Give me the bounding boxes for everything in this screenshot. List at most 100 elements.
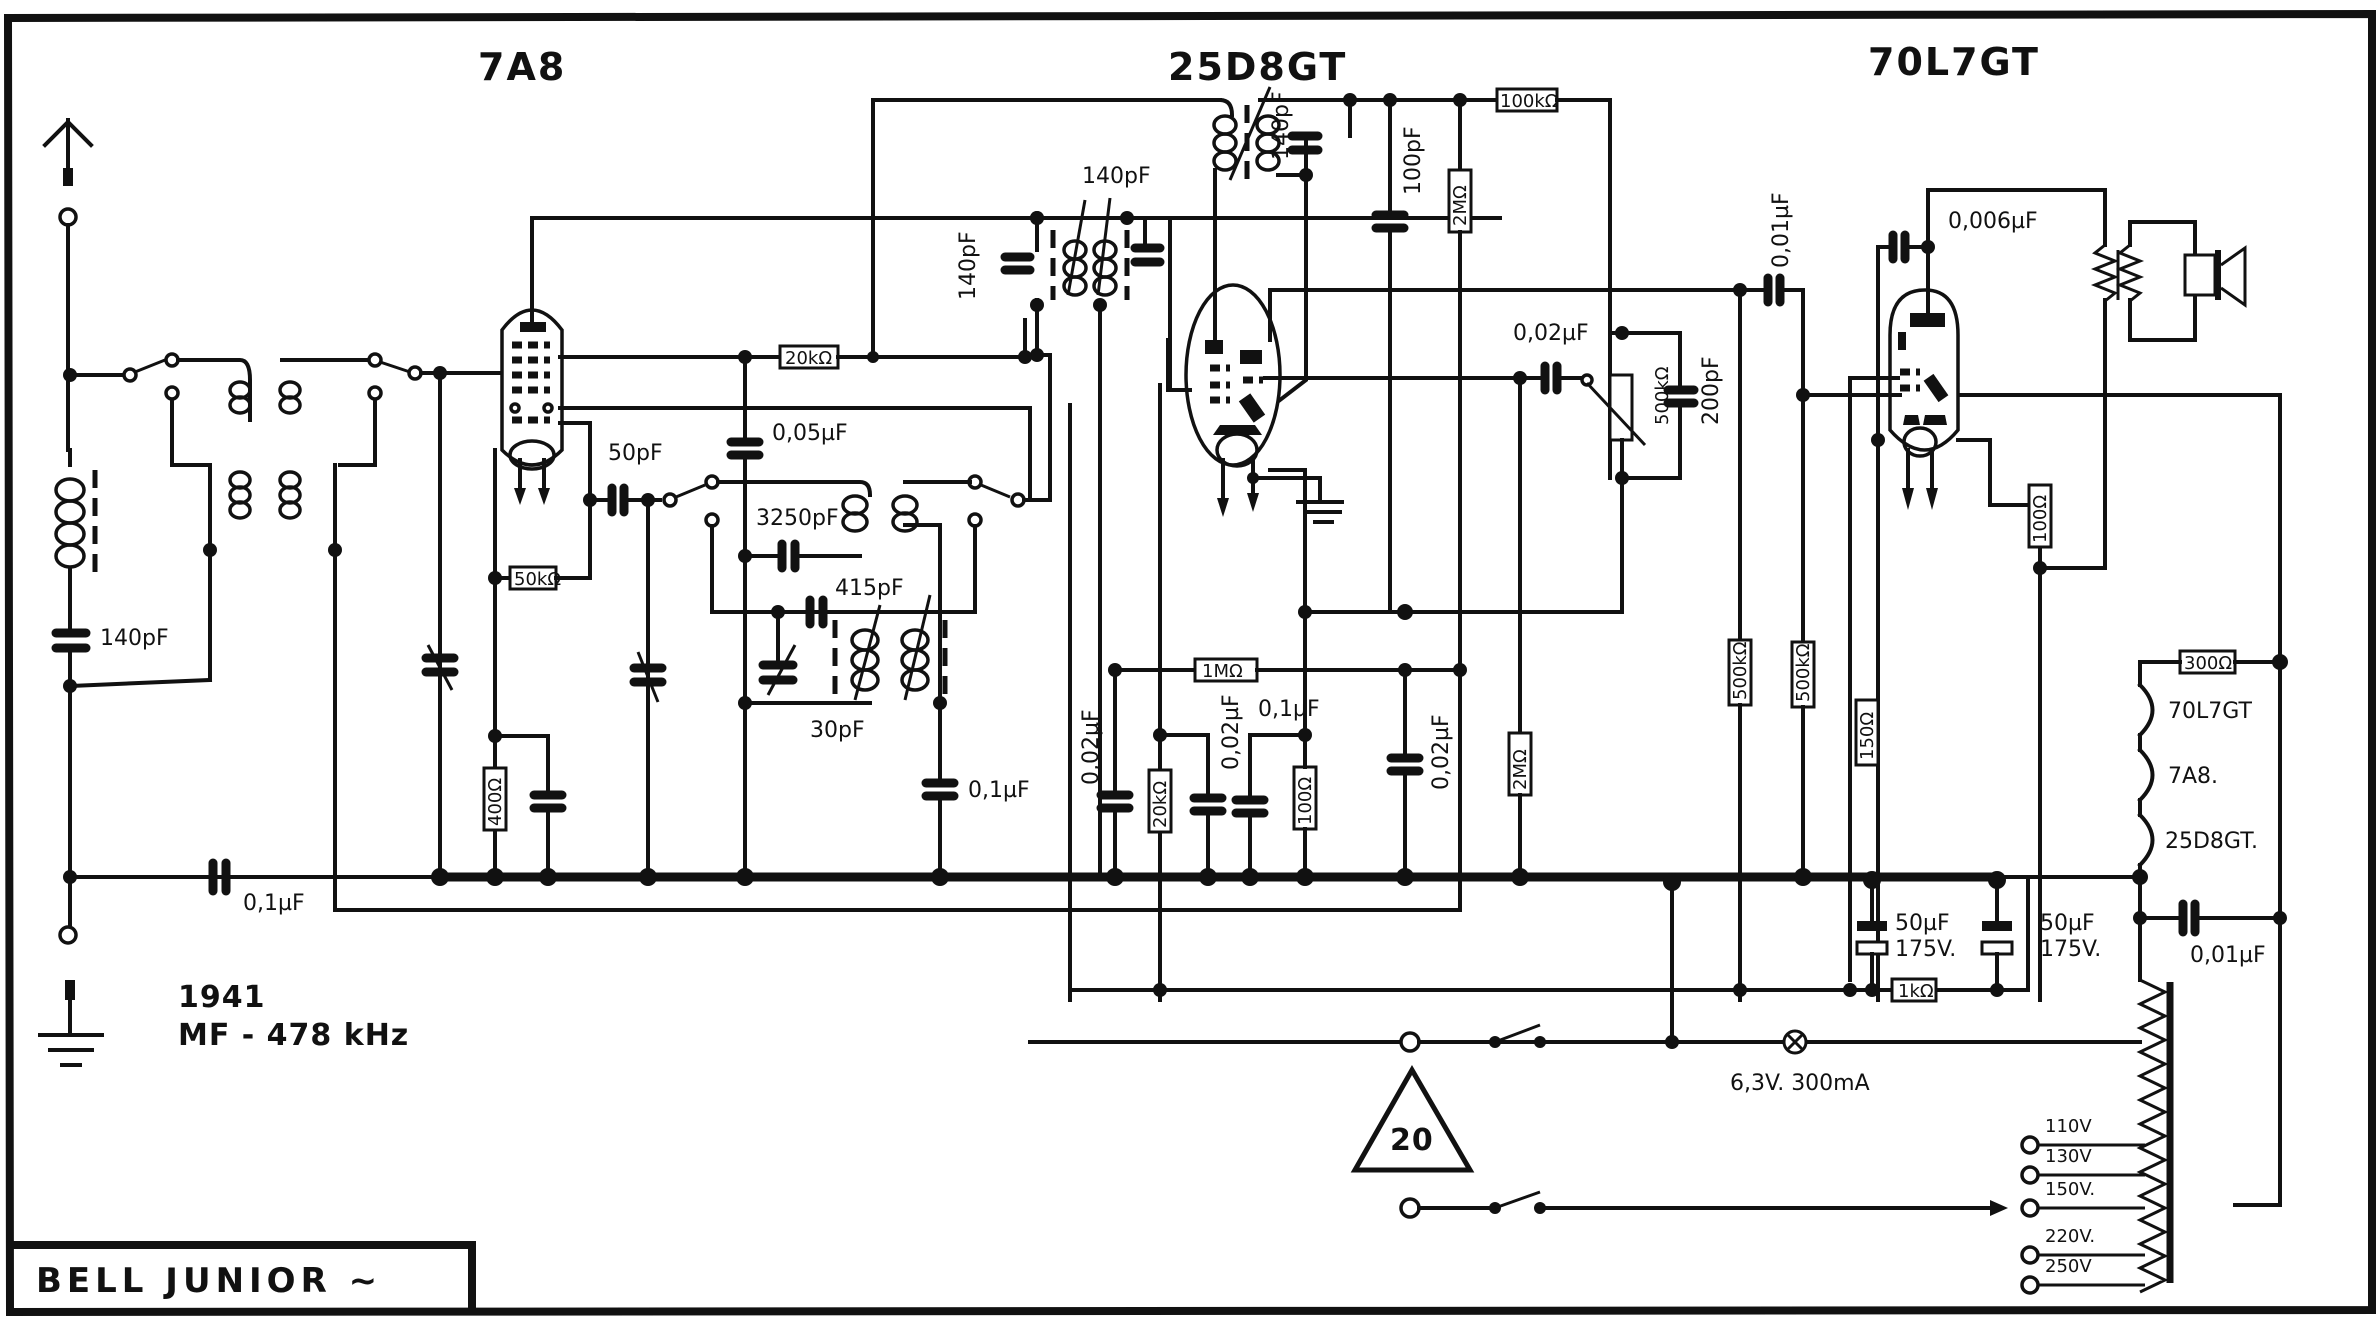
resistor-400 <box>482 766 508 832</box>
speaker-icon <box>2183 245 2247 308</box>
resistor-100k-label: 100kΩ <box>1500 91 1559 112</box>
oscillator-coil-icon <box>716 480 919 533</box>
tube-70l7gt-icon <box>1888 288 1960 510</box>
filter-cap-a-voltage: 175V. <box>1895 937 1956 962</box>
resistor-20k-b-label: 20kΩ <box>1150 781 1171 828</box>
if1-capacitor-b-label: 140pF <box>1082 164 1151 189</box>
capacitor-200pf-label: 200pF <box>1699 356 1724 425</box>
capacitor-415pf-label: 415pF <box>835 576 904 601</box>
mains-terminal-2[interactable] <box>1399 1197 1421 1219</box>
filter-capacitor-b <box>1980 921 2014 956</box>
capacitor-0-02uf-det-label: 0,02µF <box>1513 321 1589 346</box>
ground-terminal-top[interactable] <box>58 925 78 945</box>
capacitor-0-02uf-c <box>1386 753 1424 776</box>
ground-icon <box>38 980 104 1067</box>
capacitor-0-1uf-mid <box>1231 795 1269 818</box>
resistor-1k-label: 1kΩ <box>1898 981 1934 1002</box>
pilot-lamp-icon <box>1782 1029 1808 1055</box>
capacitor-0-05uf-label: 0,05µF <box>772 421 848 446</box>
filter-cap-b-voltage: 175V. <box>2040 937 2101 962</box>
tuning-capacitor-2[interactable] <box>629 651 667 703</box>
capacitor-0-006uf <box>1888 230 1910 264</box>
capacitor-0-02uf-b-label: 0,02µF <box>1219 694 1244 770</box>
mains-tap-110v[interactable]: 110V <box>2020 1116 2145 1155</box>
warning-triangle-icon: 20 <box>1350 1064 1475 1173</box>
trimmer-capacitor-30pf[interactable] <box>758 610 798 696</box>
resistor-1k <box>1890 977 1938 1003</box>
mains-tap-150v[interactable]: 150V. <box>2020 1179 2145 1218</box>
capacitor-0-1uf-bottom-label: 0,1µF <box>243 891 305 916</box>
antenna-capacitor-label: 140pF <box>100 626 169 651</box>
resistor-150-label: 150Ω <box>1857 712 1878 760</box>
capacitor-0-1uf-osc <box>921 778 959 801</box>
svg-text:220V.: 220V. <box>2045 1226 2095 1247</box>
tube-label-70l7gt: 70L7GT <box>1868 40 2040 84</box>
capacitor-0-01uf-mains-label: 0,01µF <box>2190 943 2266 968</box>
resistor-500k-a-label: 500kΩ <box>1730 641 1751 700</box>
if-transformer-1-icon <box>1000 197 1165 300</box>
outer-frame <box>3 9 2376 1317</box>
filter-capacitor-a <box>1855 921 1889 956</box>
if1-capacitor-a-label: 140pF <box>956 231 981 300</box>
resistor-2m-top-label: 2MΩ <box>1450 185 1471 226</box>
mains-tap-130v[interactable]: 130V <box>2020 1146 2145 1185</box>
capacitor-0-02uf-det <box>1540 361 1562 395</box>
antenna-transformer-icon <box>228 380 302 520</box>
tube-25d8gt-icon <box>1184 283 1282 517</box>
chassis-ground-icon <box>1296 500 1344 524</box>
capacitor-0-02uf-a <box>1096 790 1134 813</box>
filter-cap-a-value: 50µF <box>1895 911 1950 936</box>
tube-label-25d8gt: 25D8GT <box>1168 45 1347 89</box>
model-title-box: BELL JUNIOR ~ <box>12 1241 476 1308</box>
capacitor-415pf <box>805 595 828 629</box>
power-switch-1[interactable] <box>1494 1023 1541 1044</box>
resistor-20k-b <box>1147 768 1173 834</box>
svg-text:250V: 250V <box>2045 1256 2092 1277</box>
cathode-bypass-capacitor <box>529 790 567 813</box>
antenna-terminal[interactable] <box>58 207 78 227</box>
if-frequency-label: MF - 478 kHz <box>178 1018 409 1053</box>
capacitor-0-01uf-mains <box>2178 899 2200 937</box>
resistor-100-b-label: 100Ω <box>2030 495 2051 543</box>
resistor-2m-b-label: 2MΩ <box>1510 749 1531 790</box>
tube-label-7a8: 7A8 <box>478 45 566 89</box>
resistor-100-b <box>2027 483 2053 549</box>
resistor-100-a-label: 100Ω <box>1295 777 1316 825</box>
capacitor-100pf-label: 100pF <box>1401 126 1426 195</box>
resistor-400-label: 400Ω <box>485 778 506 826</box>
mains-tap-220v[interactable]: 220V. <box>2020 1226 2145 1265</box>
capacitor-0-1uf-mid-label: 0,1µF <box>1258 697 1320 722</box>
autotransformer-icon <box>2136 978 2174 1294</box>
capacitor-0-006uf-label: 0,006µF <box>1948 209 2038 234</box>
heater-chain-icon <box>2137 682 2155 879</box>
capacitor-30pf-label: 30pF <box>810 718 865 743</box>
capacitor-0-1uf-bottom <box>208 858 231 896</box>
tuning-capacitor-1[interactable] <box>421 644 459 691</box>
model-title: BELL JUNIOR ~ <box>36 1261 382 1301</box>
filter-cap-b-value: 50µF <box>2040 911 2095 936</box>
resistor-20k-label: 20kΩ <box>785 348 832 369</box>
output-transformer-icon <box>2090 220 2197 342</box>
volume-pot-label: 500kΩ <box>1652 366 1673 425</box>
heater-label-70l7gt: 70L7GT <box>2168 699 2253 724</box>
year-label: 1941 <box>178 980 266 1015</box>
capacitor-0-01uf-coupling-label: 0,01µF <box>1769 192 1794 268</box>
capacitor-3250pf-label: 3250pF <box>756 506 839 531</box>
capacitor-0-02uf-c-label: 0,02µF <box>1429 714 1454 790</box>
mains-tap-250v[interactable]: 250V <box>2020 1256 2145 1295</box>
volume-potentiometer[interactable] <box>1608 373 1634 442</box>
mains-terminal-1[interactable] <box>1399 1031 1421 1053</box>
triangle-number: 20 <box>1390 1123 1434 1158</box>
power-switch-2[interactable] <box>1494 1190 1541 1210</box>
capacitor-3250pf <box>777 539 800 573</box>
heater-label-25d8gt: 25D8GT. <box>2165 829 2258 854</box>
heater-label-7a8: 7A8. <box>2168 764 2218 789</box>
antenna-coil-icon <box>54 448 98 632</box>
resistor-500k-b-label: 500kΩ <box>1793 643 1814 702</box>
capacitor-0-01uf-coupling <box>1763 273 1785 307</box>
if2-capacitor-label: 140pF <box>1269 91 1294 160</box>
capacitor-50pf-label: 50pF <box>608 441 663 466</box>
svg-text:150V.: 150V. <box>2045 1179 2095 1200</box>
capacitor-0-02uf-a-label: 0,02µF <box>1079 709 1104 785</box>
resistor-300-label: 300Ω <box>2184 653 2232 674</box>
